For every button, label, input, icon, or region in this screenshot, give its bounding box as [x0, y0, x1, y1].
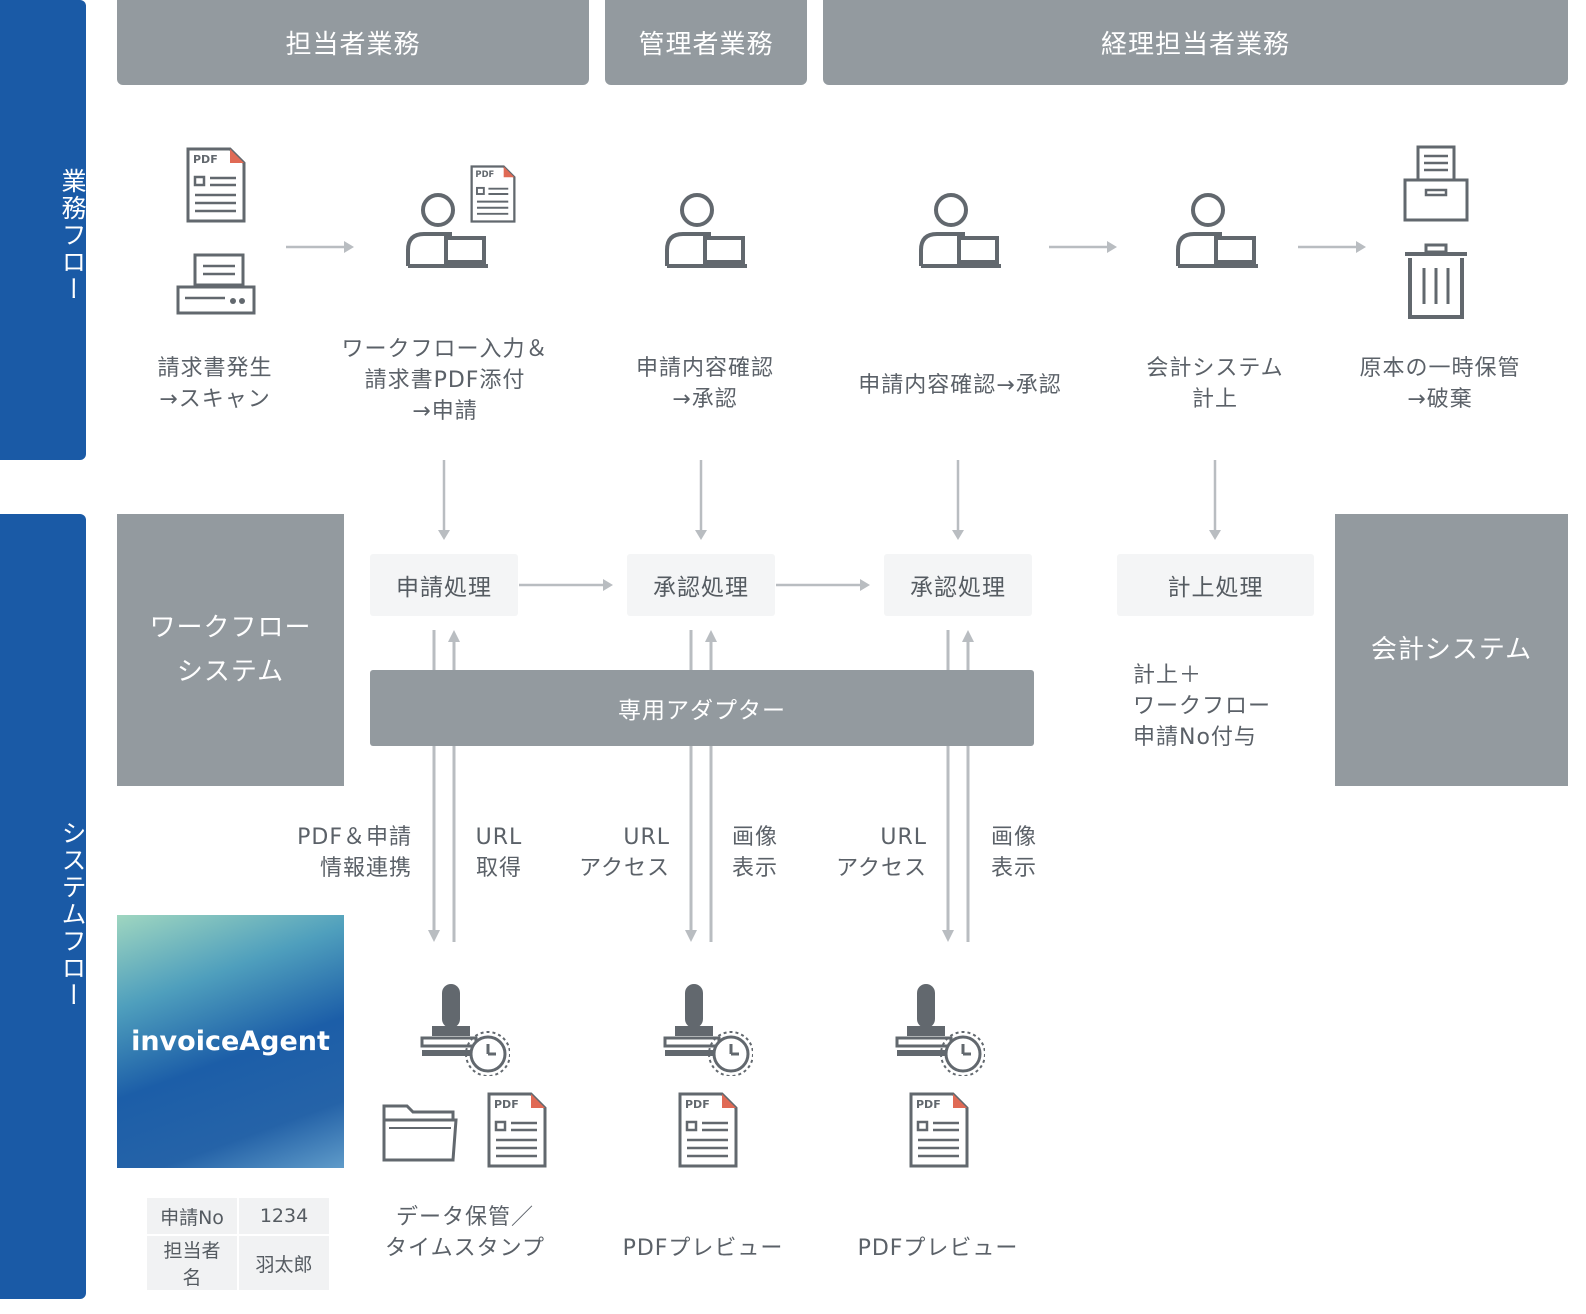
- lane-header-manager: 管理者業務: [605, 0, 807, 85]
- arrow-label-url-access-2: URL アクセス: [836, 825, 927, 881]
- table-row: 担当者名 羽太郎: [145, 1234, 331, 1292]
- stamp-clock-icon: [893, 980, 985, 1076]
- dedicated-adapter-bar: 専用アダプター: [370, 670, 1034, 746]
- arrow-label-image-display-2: 画像 表示: [990, 825, 1037, 881]
- step-label-invoice-scan: 請求書発生 →スキャン: [157, 356, 273, 412]
- process-approval-accounting: 承認処理: [884, 554, 1032, 616]
- record-table: 申請No 1234 担当者名 羽太郎: [145, 1196, 331, 1292]
- record-value: 1234: [237, 1196, 331, 1236]
- stamp-clock-icon: [661, 980, 753, 1076]
- workflow-system-box: ワークフロー システム: [117, 514, 344, 786]
- arrow-down-icon: [1209, 460, 1221, 540]
- lane-header-staff: 担当者業務: [117, 0, 589, 85]
- system-flow-label: システムフロー: [58, 819, 87, 1009]
- step-label-original-storage: 原本の一時保管 →破棄: [1359, 356, 1521, 412]
- output-label-storage: データ保管／ タイムスタンプ: [385, 1205, 545, 1261]
- filing-box-icon: [1403, 145, 1469, 222]
- arrow-right-icon: [776, 579, 870, 591]
- process-posting: 計上処理: [1117, 554, 1314, 616]
- user-with-laptop-icon: [663, 192, 747, 270]
- pdf-document-icon: [186, 147, 246, 223]
- process-application: 申請処理: [370, 554, 518, 616]
- arrow-down-icon: [952, 460, 964, 540]
- table-row: 申請No 1234: [145, 1196, 331, 1236]
- record-key: 担当者名: [145, 1234, 239, 1292]
- user-with-laptop-icon: [1174, 192, 1258, 270]
- output-label-preview-1: PDFプレビュー: [622, 1236, 784, 1261]
- arrow-down-icon: [438, 460, 450, 540]
- stamp-clock-icon: [418, 980, 510, 1076]
- arrow-label-image-display-1: 画像 表示: [731, 825, 778, 881]
- step-label-accounting-approve: 申請内容確認→承認: [858, 373, 1062, 398]
- pdf-document-icon: [470, 165, 516, 223]
- arrow-label-pdf-info: PDF＆申請 情報連携: [297, 825, 412, 881]
- folder-icon: [382, 1104, 458, 1162]
- arrow-right-icon: [1298, 241, 1366, 253]
- arrow-down-icon: [695, 460, 707, 540]
- arrow-label-url-get: URL 取得: [475, 825, 523, 881]
- output-label-preview-2: PDFプレビュー: [857, 1236, 1019, 1261]
- record-key: 申請No: [145, 1196, 239, 1236]
- pdf-document-icon: [487, 1092, 547, 1168]
- business-flow-sidebar: 業務フロー: [0, 0, 87, 460]
- step-label-workflow-input: ワークフロー入力＆ 請求書PDF添付 →申請: [341, 337, 549, 424]
- pdf-document-icon: [678, 1092, 738, 1168]
- user-with-laptop-icon: [917, 192, 1001, 270]
- invoiceagent-logo: invoiceAgent: [117, 915, 344, 1168]
- accounting-system-box: 会計システム: [1335, 514, 1568, 786]
- lane-header-accounting: 経理担当者業務: [823, 0, 1568, 85]
- trash-can-icon: [1405, 243, 1467, 319]
- scanner-icon: [176, 253, 256, 315]
- business-flow-label: 業務フロー: [58, 167, 87, 303]
- pdf-document-icon: [909, 1092, 969, 1168]
- process-approval-manager: 承認処理: [627, 554, 775, 616]
- step-label-manager-approve: 申請内容確認 →承認: [635, 356, 774, 412]
- record-value: 羽太郎: [237, 1234, 331, 1292]
- system-flow-sidebar: システムフロー: [0, 514, 87, 1299]
- accounting-note: 計上＋ ワークフロー 申請No付与: [1133, 663, 1272, 750]
- arrow-right-icon: [286, 241, 354, 253]
- arrow-right-icon: [1049, 241, 1117, 253]
- arrow-right-icon: [519, 579, 613, 591]
- step-label-accounting-post: 会計システム 計上: [1146, 356, 1284, 412]
- arrow-label-url-access-1: URL アクセス: [579, 825, 670, 881]
